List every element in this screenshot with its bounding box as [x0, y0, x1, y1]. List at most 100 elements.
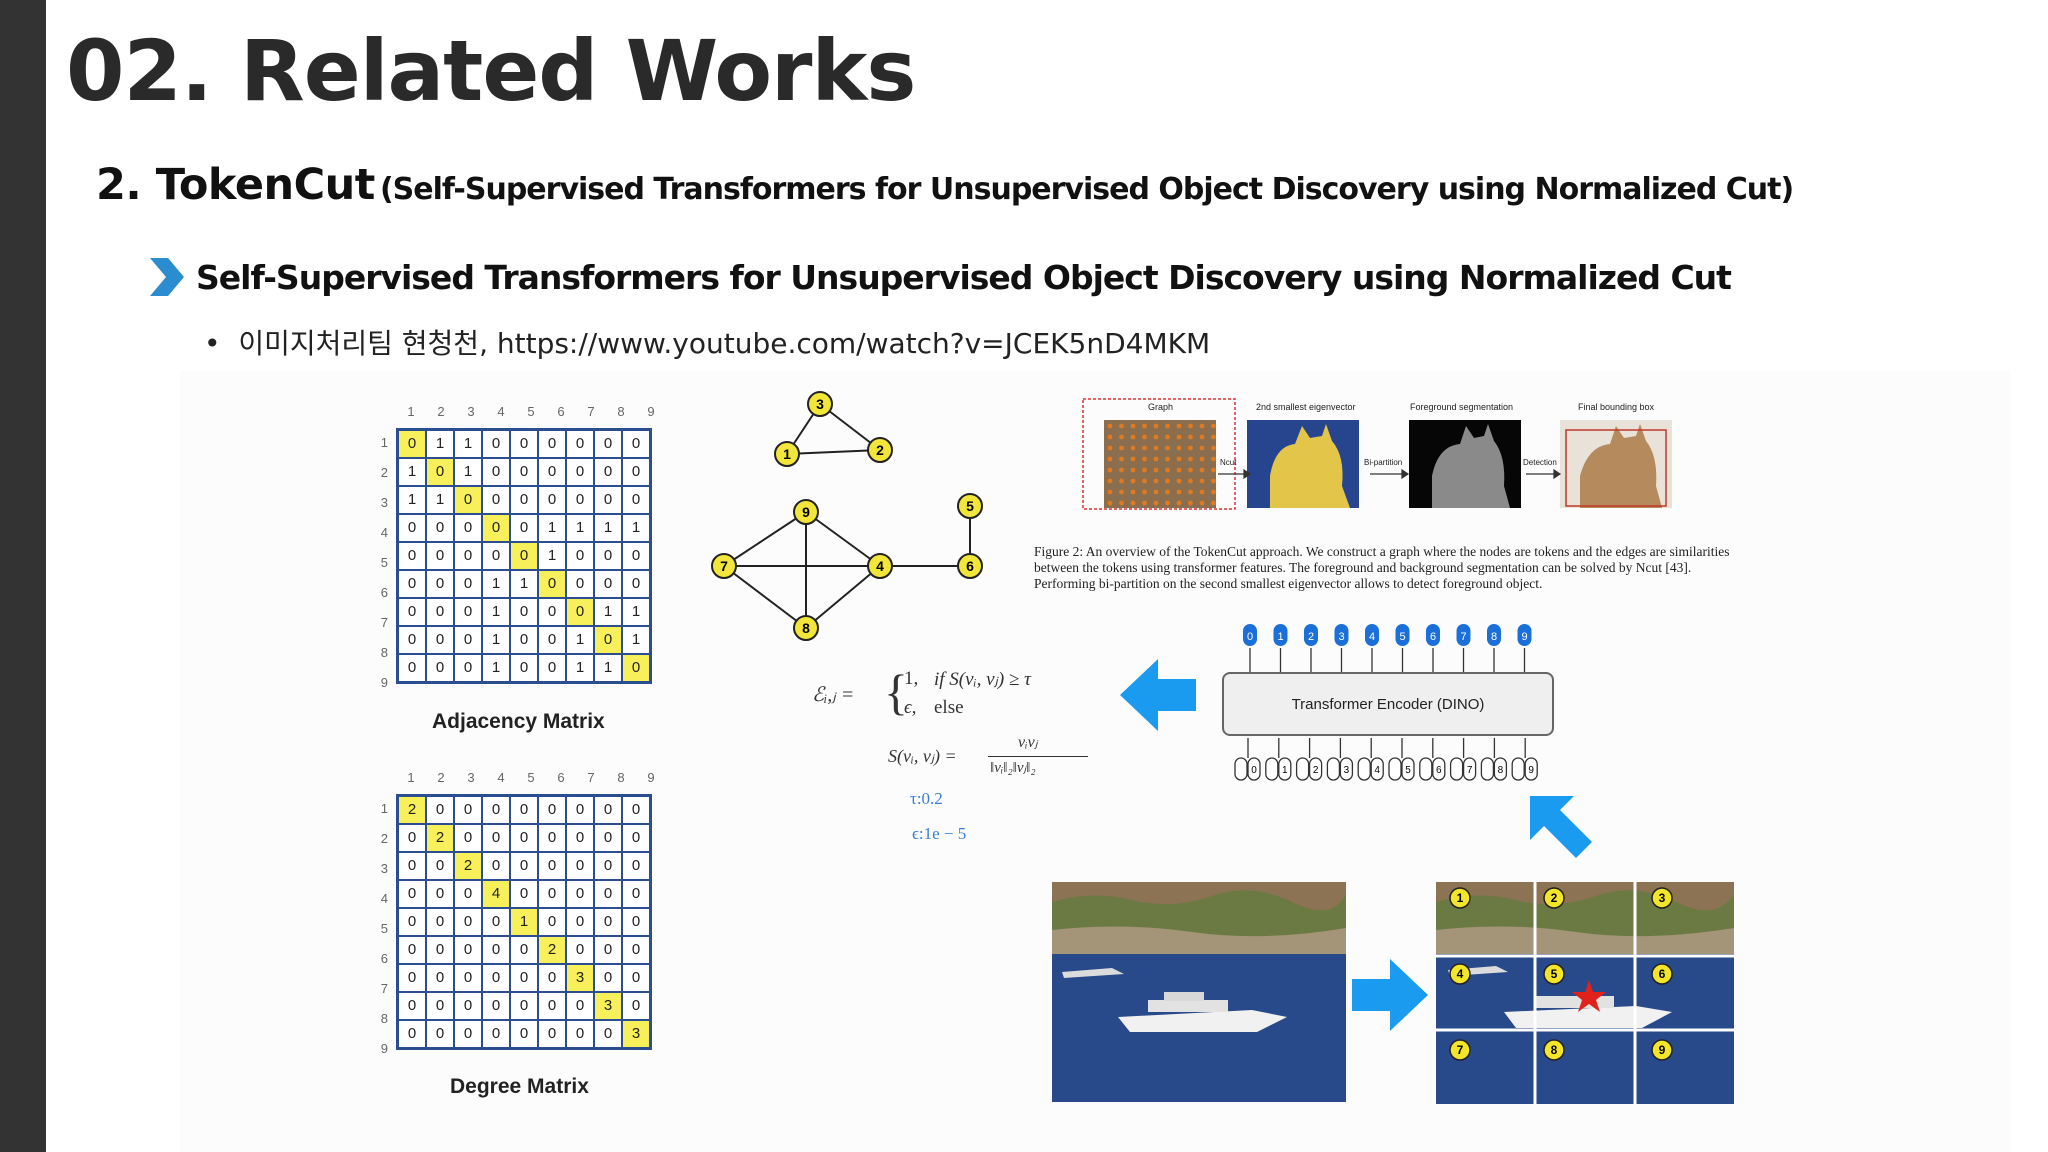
graph-node-label: 9 [802, 504, 810, 520]
input-token-label: 3 [1344, 765, 1350, 776]
matrix-col-header: 4 [497, 404, 505, 419]
matrix-row-header: 5 [380, 555, 388, 570]
input-token-label: 0 [1251, 765, 1257, 776]
matrix-cell: 0 [622, 908, 650, 936]
matrix-cell: 1 [510, 570, 538, 598]
matrix-cell: 0 [622, 852, 650, 880]
graph-overlay-dot [1188, 445, 1193, 451]
graph-overlay-dot [1130, 500, 1136, 506]
matrix-cell: 2 [538, 936, 566, 964]
matrix-cell: 0 [594, 852, 622, 880]
matrix-cell: 0 [510, 796, 538, 824]
epsilon-param: ϵ:1e − 5 [912, 824, 967, 843]
matrix-col-header: 1 [407, 770, 415, 785]
output-token-label: 3 [1338, 631, 1344, 643]
subheading: Self-Supervised Transformers for Unsuper… [146, 254, 1732, 300]
output-token [1365, 624, 1379, 646]
input-token [1401, 757, 1415, 781]
section-main-title: 2. TokenCut [96, 160, 375, 210]
matrix-cell: 0 [622, 964, 650, 992]
position-embedding [1295, 757, 1310, 781]
matrix-cell: 0 [426, 964, 454, 992]
patch-badge-label: 3 [1659, 891, 1666, 905]
matrix-row-header: 7 [380, 615, 388, 630]
matrix-cell: 0 [454, 1020, 482, 1048]
matrix-cell: 0 [566, 458, 594, 486]
matrix-cell: 3 [566, 964, 594, 992]
output-token [1243, 624, 1257, 646]
graph-overlay-dot [1211, 467, 1216, 473]
matrix-cell: 0 [482, 796, 510, 824]
matrix-col-header: 6 [557, 770, 565, 785]
matrix-cell: 0 [510, 430, 538, 458]
output-token [1304, 624, 1318, 646]
output-token-label: 1 [1277, 631, 1283, 643]
matrix-row-header: 9 [380, 1041, 388, 1056]
graph-overlay-dot [1188, 478, 1193, 484]
patch-badge-label: 7 [1457, 1043, 1464, 1057]
matrix-cell: 0 [482, 458, 510, 486]
matrix-col-header: 1 [407, 404, 415, 419]
patch-badge [1651, 963, 1673, 985]
matrix-cell: 0 [566, 430, 594, 458]
graph-overlay-dot [1153, 478, 1159, 484]
matrix-cell: 0 [398, 880, 426, 908]
matrix-cell: 1 [482, 570, 510, 598]
matrix-col-header: 2 [437, 404, 445, 419]
matrix-cell: 1 [566, 514, 594, 542]
transformer-encoder-box: Transformer Encoder (DINO) [1222, 672, 1554, 736]
graph-overlay-dot [1165, 423, 1170, 429]
eq-brace: { [884, 664, 908, 720]
eq-s-denominator: ‖vᵢ‖₂‖vⱼ‖₂ [990, 760, 1036, 776]
matrix-cell: 0 [398, 514, 426, 542]
figure-caption: Figure 2: An overview of the TokenCut ap… [1034, 544, 1730, 591]
matrix-cell: 0 [454, 824, 482, 852]
patch-badge [1651, 887, 1673, 909]
graph-overlay-dot [1176, 489, 1182, 495]
edge-weight-equation: ℰᵢ,ⱼ = { 1, if S(vᵢ, vⱼ) ≥ τ ϵ, else [812, 664, 1092, 728]
graph-overlay-dot [1211, 489, 1216, 495]
panel-title-graph: Graph [1148, 402, 1174, 412]
eq-e-lhs: ℰᵢ,ⱼ = [812, 684, 855, 706]
graph-overlay-dot [1119, 423, 1124, 429]
matrix-cell: 0 [426, 880, 454, 908]
matrix-col-header: 7 [587, 404, 595, 419]
eq-case1-value: 1, [904, 668, 919, 689]
matrix-cell: 0 [566, 880, 594, 908]
matrix-cell: 0 [622, 458, 650, 486]
matrix-cell: 1 [622, 626, 650, 654]
matrix-cell: 0 [398, 626, 426, 654]
graph-overlay-dot [1119, 467, 1124, 473]
graph-overlay-dot [1176, 478, 1182, 484]
graph-overlay-dot [1130, 445, 1136, 451]
matrix-cell: 0 [510, 964, 538, 992]
matrix-cell: 0 [426, 598, 454, 626]
matrix-cell: 0 [538, 880, 566, 908]
matrix-cell: 0 [594, 824, 622, 852]
matrix-cell: 0 [566, 908, 594, 936]
matrix-cell: 0 [510, 824, 538, 852]
graph-overlay-dot [1211, 445, 1216, 451]
output-token [1273, 624, 1288, 646]
matrix-cell: 0 [538, 964, 566, 992]
graph-overlay-dot [1107, 467, 1113, 473]
matrix-cell: 0 [538, 1020, 566, 1048]
output-token-label: 9 [1521, 631, 1527, 643]
graph-node [957, 553, 983, 579]
matrix-cell: 0 [510, 626, 538, 654]
matrix-col-header: 6 [557, 404, 565, 419]
matrix-row-header: 1 [380, 435, 388, 450]
matrix-cell: 0 [454, 880, 482, 908]
matrix-cell: 0 [510, 1020, 538, 1048]
matrix-cell: 0 [594, 964, 622, 992]
matrix-row-header: 2 [380, 831, 388, 846]
matrix-cell: 0 [426, 458, 454, 486]
matrix-cell: 0 [510, 458, 538, 486]
matrix-cell: 0 [482, 936, 510, 964]
graph-node [711, 553, 737, 579]
matrix-cell: 1 [538, 514, 566, 542]
matrix-cell: 0 [622, 824, 650, 852]
